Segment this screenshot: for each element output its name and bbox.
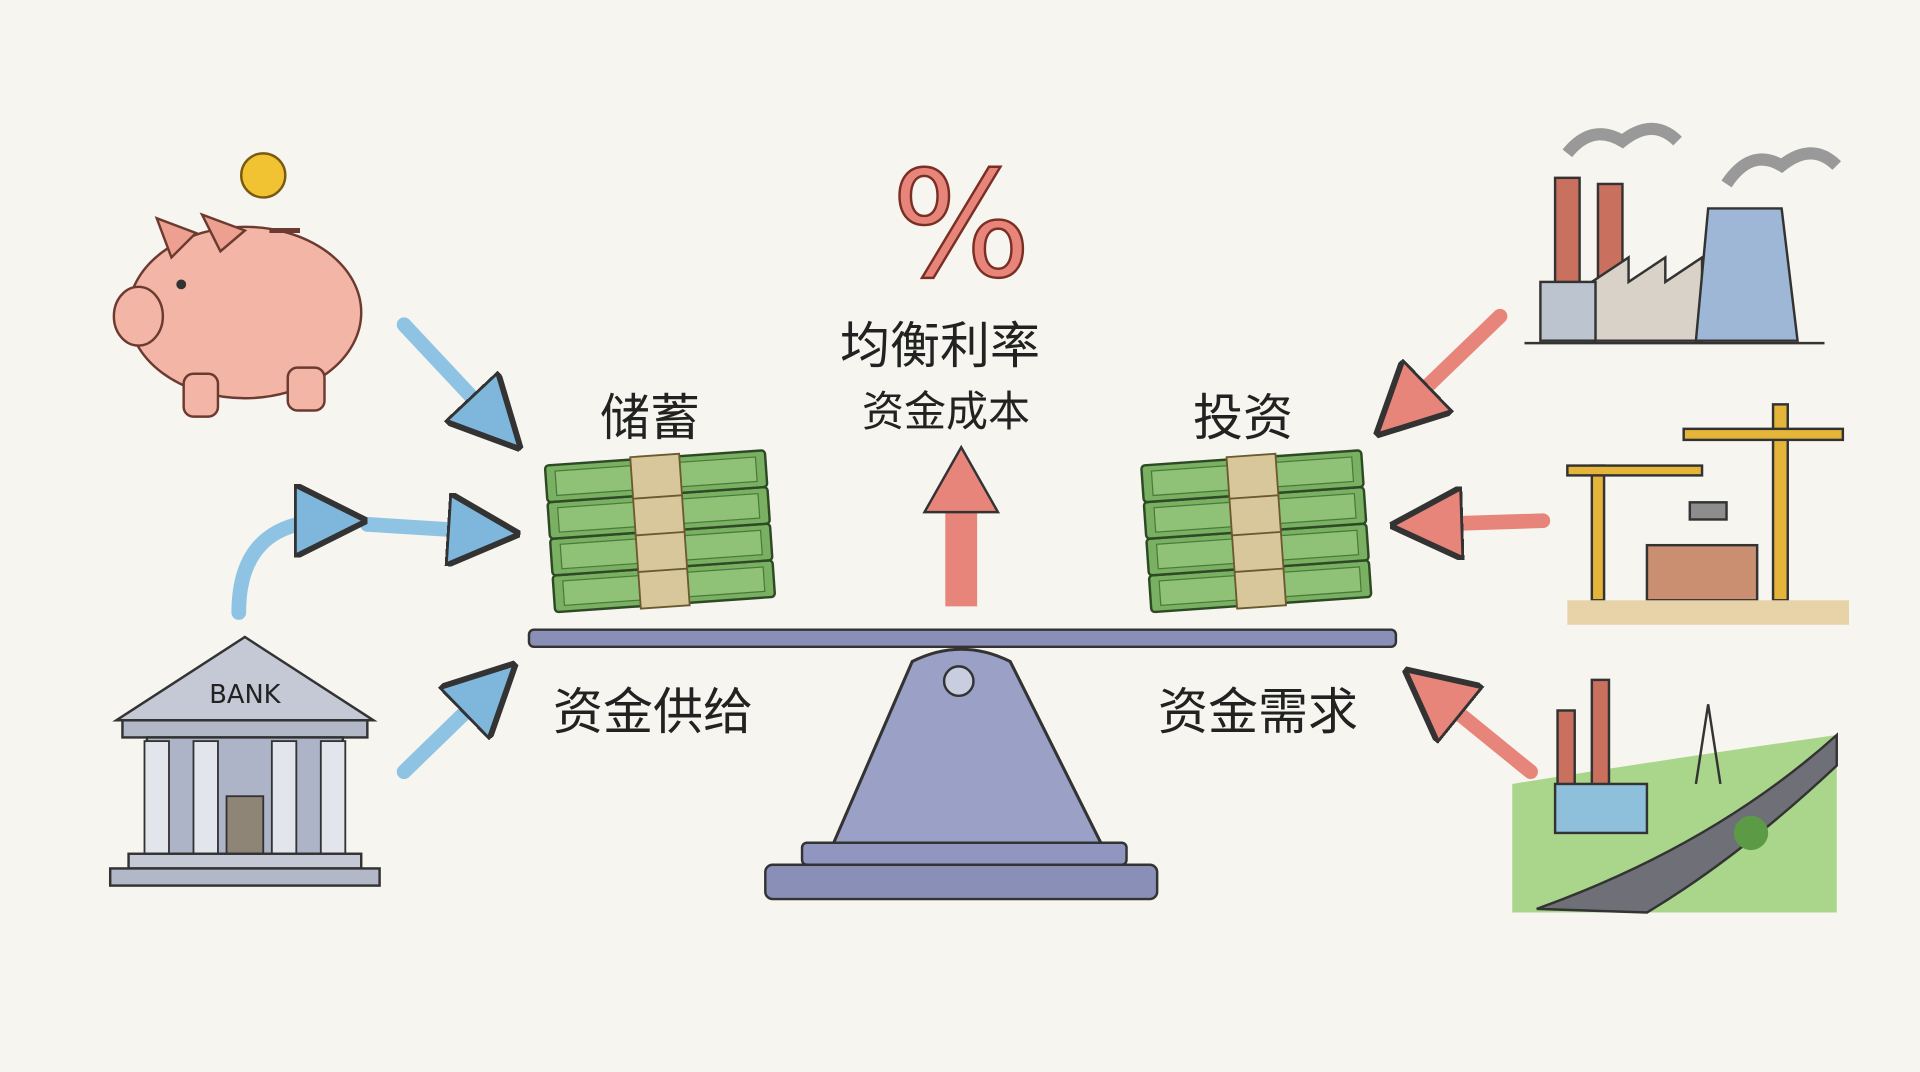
factory-icon bbox=[1524, 122, 1842, 345]
fund-demand-label: 资金需求 bbox=[1158, 683, 1358, 741]
supply-arrows bbox=[231, 317, 496, 780]
coin-icon bbox=[240, 152, 287, 199]
equilibrium-rate-title: 均衡利率 bbox=[840, 317, 1040, 375]
investment-money-stack-icon bbox=[1139, 446, 1373, 616]
curved-arrow-from-bank bbox=[231, 521, 331, 620]
arrow-construction-to-investment bbox=[1427, 521, 1551, 525]
savings-money-stack-icon bbox=[543, 446, 777, 616]
fund-supply-label: 资金供给 bbox=[553, 683, 753, 741]
percent-symbol: % bbox=[891, 140, 1031, 311]
arrow-piggy-to-savings bbox=[396, 317, 496, 423]
tree-icon bbox=[1733, 815, 1769, 851]
savings-label: 储蓄 bbox=[600, 389, 700, 447]
balance-beam bbox=[527, 628, 1398, 649]
piggy-bank-icon bbox=[112, 152, 363, 418]
arrow-to-savings bbox=[360, 524, 483, 531]
investment-label: 投资 bbox=[1193, 389, 1293, 447]
infrastructure-road-icon bbox=[1512, 678, 1838, 914]
bank-sign: BANK bbox=[209, 680, 281, 710]
arrow-factory-to-investment bbox=[1402, 308, 1508, 410]
arrow-infrastructure-to-investment bbox=[1433, 692, 1538, 780]
construction-cranes-icon bbox=[1566, 403, 1849, 625]
up-arrow-head bbox=[922, 444, 1001, 514]
arrow-bank-to-savings bbox=[396, 688, 490, 780]
demand-arrows bbox=[1402, 308, 1551, 780]
balance-scale-icon bbox=[527, 628, 1398, 901]
capital-cost-subtitle: 资金成本 bbox=[862, 387, 1031, 436]
bank-building-icon bbox=[108, 635, 381, 887]
